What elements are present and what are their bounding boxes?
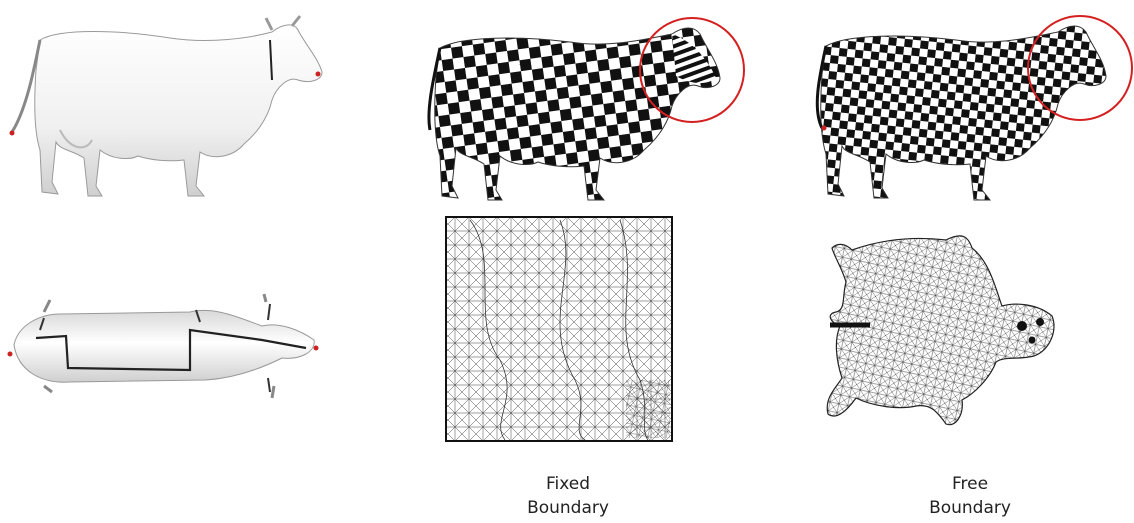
cut-marker	[822, 126, 827, 131]
label-line: Fixed	[488, 472, 648, 496]
cut-marker	[316, 72, 321, 77]
cut-marker	[8, 352, 13, 357]
mesh-fixed-boundary	[446, 217, 672, 441]
mesh-free-boundary	[827, 236, 1054, 425]
label-line: Boundary	[890, 496, 1050, 520]
cut-marker	[314, 346, 319, 351]
cow-top-view	[8, 294, 319, 398]
cow-checker-fixed	[429, 28, 720, 200]
label-free-boundary: Free Boundary	[890, 472, 1050, 520]
label-line: Free	[890, 472, 1050, 496]
cow-checker-free	[817, 26, 1106, 200]
cut-marker	[10, 131, 15, 136]
label-fixed-boundary: Fixed Boundary	[488, 472, 648, 520]
cow-side-shaded	[10, 16, 323, 196]
label-line: Boundary	[488, 496, 648, 520]
